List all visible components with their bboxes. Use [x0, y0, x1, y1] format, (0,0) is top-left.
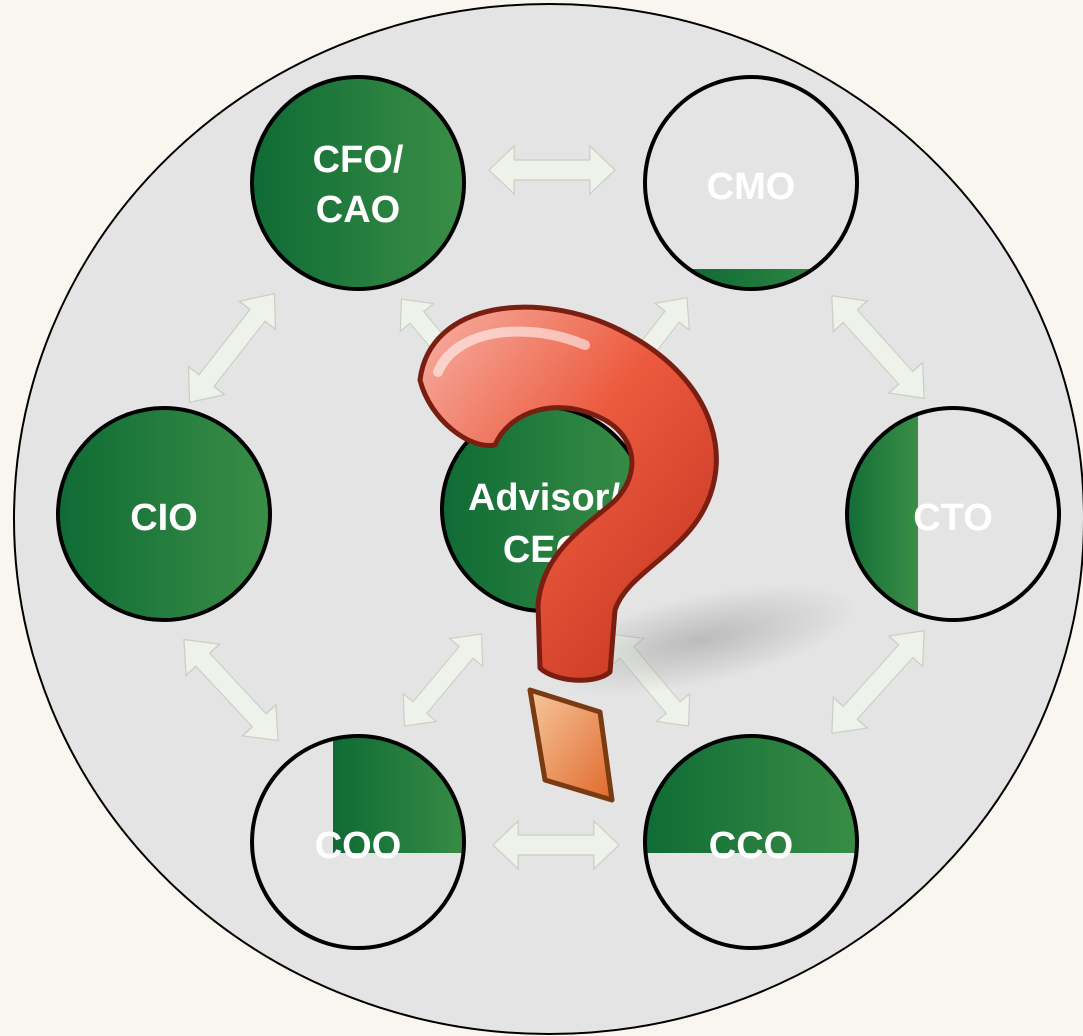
role-label-cfo-line1: CFO/ [313, 139, 404, 181]
role-node-cfo: CFO/ CAO [250, 75, 466, 291]
role-label-cio: CIO [130, 497, 198, 539]
role-label-cco: CCO [709, 825, 793, 867]
role-node-cio: CIO [56, 406, 272, 622]
role-label-cfo-line2: CAO [316, 189, 400, 231]
center-label-line1: Advisor/ [468, 477, 620, 519]
role-node-cto: CTO [845, 406, 1061, 622]
role-label-cto: CTO [913, 497, 993, 539]
role-label-cmo: CMO [707, 166, 796, 208]
question-mark-icon [417, 304, 857, 803]
role-label-coo: COO [315, 825, 402, 867]
